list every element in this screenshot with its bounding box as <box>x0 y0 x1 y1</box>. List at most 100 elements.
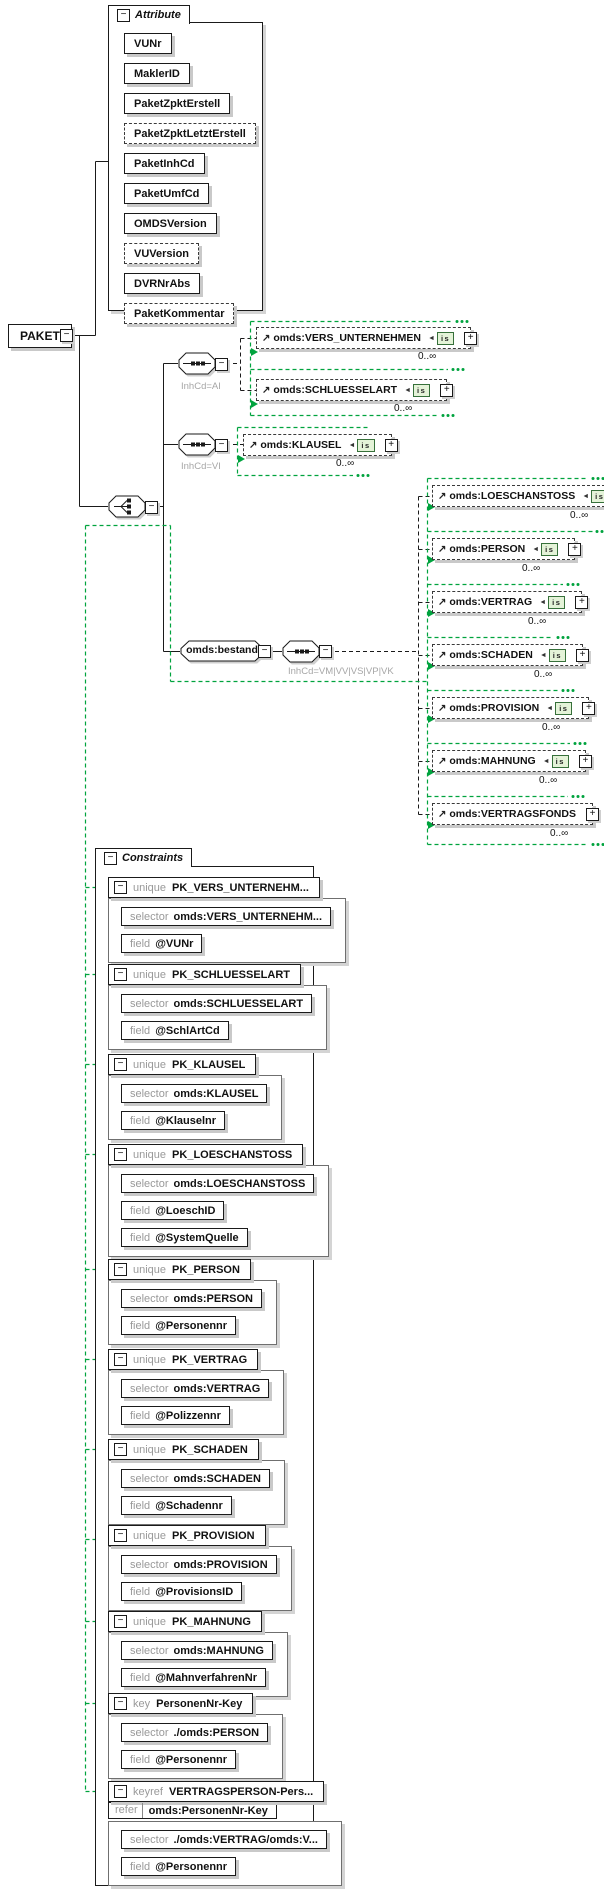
selector-keyword: selector <box>130 1177 169 1190</box>
expand-icon[interactable]: + <box>585 808 599 821</box>
collapse-icon[interactable]: − <box>114 1697 127 1710</box>
field-row[interactable]: field @SystemQuelle <box>121 1228 248 1247</box>
selector-row[interactable]: selector omds:SCHADEN <box>121 1469 270 1488</box>
sequence-vi-collapse-icon[interactable]: − <box>215 439 228 452</box>
attribute-paketzpktletzterstell[interactable]: PaketZpktLetztErstell <box>124 123 256 144</box>
element-mahnung[interactable]: ↗ omds:MAHNUNG ◄ is + <box>432 750 592 772</box>
element-person[interactable]: ↗ omds:PERSON ◄ is + <box>432 538 582 560</box>
constraint-header[interactable]: − unique PK_SCHLUESSELART <box>108 964 302 985</box>
refer-row: refer omds:PersonenNr-Key <box>108 1802 277 1819</box>
element-klausel[interactable]: ↗ omds:KLAUSEL ◄ is + <box>243 434 398 456</box>
field-row[interactable]: field @SchlArtCd <box>121 1021 229 1040</box>
constraint-header[interactable]: − unique PK_MAHNUNG <box>108 1611 262 1632</box>
expand-icon[interactable]: + <box>576 649 590 662</box>
constraint-name: PK_PERSON <box>172 1263 240 1276</box>
selector-row[interactable]: selector ./omds:VERTRAG/omds:V... <box>121 1830 327 1849</box>
selector-row[interactable]: selector omds:KLAUSEL <box>121 1084 268 1103</box>
identity-constraint-badge: is <box>548 595 566 609</box>
sequence-bestand-collapse-icon[interactable]: − <box>319 645 332 658</box>
collapse-icon[interactable]: − <box>114 968 127 981</box>
constraint-header[interactable]: − unique PK_SCHADEN <box>108 1439 259 1460</box>
sequence-ai-collapse-icon[interactable]: − <box>215 358 228 371</box>
element-provision[interactable]: ↗ omds:PROVISION ◄ is + <box>432 697 596 719</box>
constraint-pk-mahnung: − unique PK_MAHNUNG selector omds:MAHNUN… <box>108 1610 288 1697</box>
attribute-paketinhcd[interactable]: PaketInhCd <box>124 153 205 174</box>
attribute-vunr[interactable]: VUNr <box>124 33 172 54</box>
field-row[interactable]: field @Personennr <box>121 1316 237 1335</box>
element-schaden[interactable]: ↗ omds:SCHADEN ◄ is + <box>432 644 590 666</box>
selector-row[interactable]: selector omds:LOESCHANSTOSS <box>121 1174 315 1193</box>
attribute-omdsversion[interactable]: OMDSVersion <box>124 213 217 234</box>
collapse-icon[interactable]: − <box>114 1148 127 1161</box>
field-row[interactable]: field @Personennr <box>121 1857 237 1876</box>
sequence-connector-ai[interactable] <box>178 352 216 380</box>
expand-icon[interactable]: + <box>575 596 589 609</box>
element-vers-unternehmen[interactable]: ↗ omds:VERS_UNTERNEHMEN ◄ is + <box>256 327 478 349</box>
attribute-vuversion[interactable]: VUVersion <box>124 243 200 264</box>
collapse-icon[interactable]: − <box>114 881 127 894</box>
identity-constraint-badge: is <box>548 648 567 662</box>
selector-row[interactable]: selector ./omds:PERSON <box>121 1723 269 1742</box>
collapse-icon[interactable]: − <box>114 1443 127 1456</box>
expand-icon[interactable]: + <box>582 702 596 715</box>
attribute-dvrnrabs[interactable]: DVRNrAbs <box>124 273 201 294</box>
field-row[interactable]: field @Schadennr <box>121 1496 232 1515</box>
collapse-icon[interactable]: − <box>114 1353 127 1366</box>
paket-collapse-icon[interactable]: − <box>60 329 73 342</box>
constraint-header[interactable]: − unique PK_LOESCHANSTOSS <box>108 1144 304 1165</box>
expand-icon[interactable]: + <box>578 755 592 768</box>
expand-icon[interactable]: + <box>384 439 398 452</box>
constraint-name: PK_SCHADEN <box>172 1443 248 1456</box>
expand-icon[interactable]: + <box>464 332 478 345</box>
bestand-collapse-icon[interactable]: − <box>258 645 271 658</box>
constraint-header[interactable]: − unique PK_PERSON <box>108 1259 251 1280</box>
element-loeschanstoss[interactable]: ↗ omds:LOESCHANSTOSS ◄ is + <box>432 485 604 507</box>
collapse-icon[interactable]: − <box>114 1785 127 1798</box>
collapse-icon[interactable]: − <box>114 1058 127 1071</box>
field-row[interactable]: field @ProvisionsID <box>121 1582 243 1601</box>
attribute-paketkommentar[interactable]: PaketKommentar <box>124 303 235 324</box>
constraint-name: VERTRAGSPERSON-Pers... <box>168 1785 314 1798</box>
selector-row[interactable]: selector omds:MAHNUNG <box>121 1641 273 1660</box>
element-schluesselart[interactable]: ↗ omds:SCHLUESSELART ◄ is + <box>256 379 454 401</box>
sequence-connector-vi[interactable] <box>178 433 216 461</box>
attribute-paketzpkterstell[interactable]: PaketZpktErstell <box>124 93 231 114</box>
element-vertrag[interactable]: ↗ omds:VERTRAG ◄ is + <box>432 591 589 613</box>
field-row[interactable]: field @Klauselnr <box>121 1111 226 1130</box>
collapse-icon[interactable]: − <box>114 1263 127 1276</box>
attribute-maklerid[interactable]: MaklerID <box>124 63 190 84</box>
field-row[interactable]: field @LoeschID <box>121 1201 225 1220</box>
constraint-header[interactable]: − unique PK_KLAUSEL <box>108 1054 257 1075</box>
element-bestand[interactable]: omds:bestand <box>180 640 264 662</box>
selector-row[interactable]: selector omds:VERS_UNTERNEHM... <box>121 907 332 926</box>
selector-value: omds:VERS_UNTERNEHM... <box>173 910 323 923</box>
field-row[interactable]: field @Personennr <box>121 1750 237 1769</box>
selector-row[interactable]: selector omds:PERSON <box>121 1289 262 1308</box>
constraint-header[interactable]: − unique PK_VERS_UNTERNEHM... <box>108 877 320 898</box>
selector-row[interactable]: selector omds:PROVISION <box>121 1555 277 1574</box>
collapse-icon[interactable]: − <box>104 851 117 865</box>
collapse-icon[interactable]: − <box>117 8 130 22</box>
choice-collapse-icon[interactable]: − <box>145 501 158 514</box>
constraint-header[interactable]: − unique PK_VERTRAG <box>108 1349 259 1370</box>
collapse-icon[interactable]: − <box>114 1615 127 1628</box>
reference-arrow-icon: ↗ <box>249 439 258 451</box>
collapse-icon[interactable]: − <box>114 1529 127 1542</box>
attribute-paketumfcd[interactable]: PaketUmfCd <box>124 183 210 204</box>
field-row[interactable]: field @VUNr <box>121 934 203 953</box>
constraint-header[interactable]: − unique PK_PROVISION <box>108 1525 266 1546</box>
constraint-header[interactable]: − key PersonenNr-Key <box>108 1693 254 1714</box>
constraint-name: PK_MAHNUNG <box>172 1615 251 1628</box>
element-vertragsfonds[interactable]: ↗ omds:VERTRAGSFONDS + <box>432 803 599 825</box>
expand-icon[interactable]: + <box>440 384 454 397</box>
constraint-header[interactable]: − keyref VERTRAGSPERSON-Pers... <box>108 1781 325 1802</box>
field-row[interactable]: field @Polizzennr <box>121 1406 230 1425</box>
field-row[interactable]: field @MahnverfahrenNr <box>121 1668 266 1687</box>
choice-connector[interactable] <box>108 495 146 523</box>
expand-icon[interactable]: + <box>568 543 582 556</box>
selector-row[interactable]: selector omds:SCHLUESSELART <box>121 994 313 1013</box>
field-value: @SchlArtCd <box>155 1024 220 1037</box>
reference-arrow-icon: ↗ <box>438 649 447 661</box>
selector-row[interactable]: selector omds:VERTRAG <box>121 1379 270 1398</box>
sequence-connector-bestand[interactable] <box>282 640 320 668</box>
